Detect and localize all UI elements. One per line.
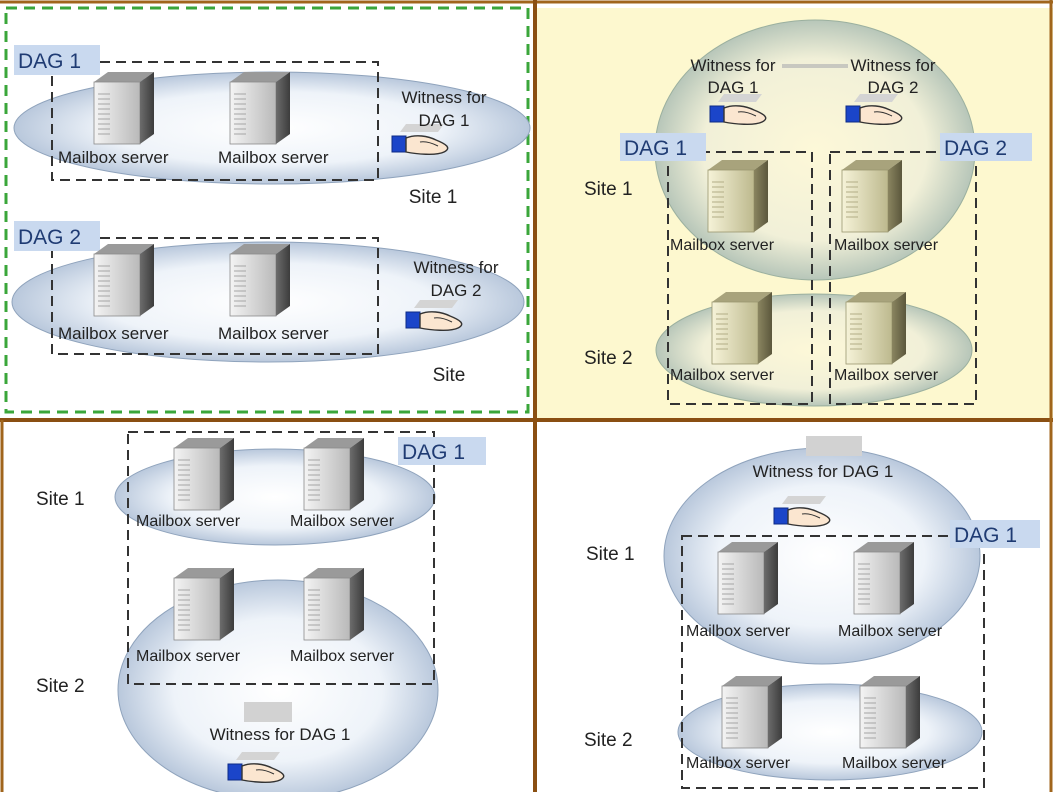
mailbox-server-icon bbox=[303, 437, 365, 511]
dag-2-label: DAG 2 bbox=[18, 226, 81, 249]
mailbox-server-label: Mailbox server bbox=[218, 324, 329, 343]
bottom-left-panel: DAG 1 Site 1 Site 2 Mailbox server Mailb… bbox=[36, 431, 486, 792]
dag-2-boundary bbox=[51, 237, 379, 355]
site-label: Site bbox=[433, 365, 466, 386]
mailbox-server-icon bbox=[853, 541, 915, 615]
mailbox-server-icon bbox=[93, 243, 155, 317]
top-left-panel: DAG 1 DAG 2 Mailbox server Mailbox serve… bbox=[11, 45, 531, 386]
dag-2-boundary bbox=[829, 151, 977, 405]
witness-label: DAG 2 bbox=[867, 78, 918, 97]
site-label: Site 1 bbox=[409, 187, 458, 208]
dag-1-boundary bbox=[127, 431, 435, 685]
site-label: Site 1 bbox=[36, 489, 85, 510]
mailbox-server-label: Mailbox server bbox=[218, 148, 329, 167]
mailbox-server-icon bbox=[173, 437, 235, 511]
mailbox-server-label: Mailbox server bbox=[838, 623, 943, 640]
witness-label: Witness for bbox=[850, 56, 935, 75]
mailbox-server-label: Mailbox server bbox=[290, 513, 395, 530]
dag-1-label: DAG 1 bbox=[624, 137, 687, 160]
site-2-ellipse bbox=[117, 579, 439, 792]
mailbox-server-label: Mailbox server bbox=[58, 324, 169, 343]
mailbox-server-icon bbox=[229, 243, 291, 317]
witness-label: DAG 1 bbox=[707, 78, 758, 97]
site-2-ellipse bbox=[655, 293, 973, 407]
site-label: Site 1 bbox=[584, 179, 633, 200]
mailbox-server-icon bbox=[859, 675, 921, 749]
mailbox-server-label: Mailbox server bbox=[670, 237, 775, 254]
bottom-right-panel: Witness for DAG 1 DAG 1 Site 1 Site 2 Ma… bbox=[584, 436, 1040, 789]
witness-label: Witness for bbox=[690, 56, 775, 75]
dag-2-label: DAG 2 bbox=[944, 137, 1007, 160]
mailbox-server-icon bbox=[173, 567, 235, 641]
dag-1-label-bg bbox=[950, 520, 1040, 548]
site-label: Site 2 bbox=[36, 676, 85, 697]
mailbox-server-label: Mailbox server bbox=[136, 648, 241, 665]
dag-1-label: DAG 1 bbox=[954, 524, 1017, 547]
mailbox-server-icon bbox=[93, 71, 155, 145]
mailbox-server-label: Mailbox server bbox=[834, 237, 939, 254]
dag-2-label-bg bbox=[14, 221, 100, 251]
witness-label: Witness for DAG 1 bbox=[210, 725, 351, 744]
site-label: Site 1 bbox=[586, 544, 635, 565]
witness-label: Witness for bbox=[413, 258, 498, 277]
mailbox-server-icon bbox=[721, 675, 783, 749]
mailbox-server-icon bbox=[845, 291, 907, 365]
top-right-panel: Witness for DAG 1 Witness for DAG 2 DAG … bbox=[584, 19, 1032, 407]
dag-1-boundary bbox=[51, 61, 379, 181]
mailbox-server-label: Mailbox server bbox=[290, 648, 395, 665]
site-label: Site 2 bbox=[584, 348, 633, 369]
dag-2-label-bg bbox=[940, 133, 1032, 161]
witness-label: DAG 1 bbox=[418, 111, 469, 130]
mailbox-server-icon bbox=[303, 567, 365, 641]
witness-label: Witness for DAG 1 bbox=[753, 462, 894, 481]
dag-1-label: DAG 1 bbox=[18, 50, 81, 73]
mailbox-server-label: Mailbox server bbox=[670, 367, 775, 384]
mailbox-server-icon bbox=[717, 541, 779, 615]
dag-1-label-bg bbox=[620, 133, 706, 161]
dag-1-label: DAG 1 bbox=[402, 441, 465, 464]
mailbox-server-icon bbox=[707, 159, 769, 233]
dag-1-label-bg bbox=[14, 45, 100, 75]
mailbox-server-label: Mailbox server bbox=[842, 755, 947, 772]
mailbox-server-label: Mailbox server bbox=[136, 513, 241, 530]
dag-1-label-bg bbox=[398, 437, 486, 465]
mailbox-server-label: Mailbox server bbox=[686, 755, 791, 772]
dag-1-boundary bbox=[667, 151, 813, 405]
selection-dashed-border[interactable] bbox=[4, 6, 530, 414]
mailbox-server-icon bbox=[229, 71, 291, 145]
mailbox-server-icon bbox=[841, 159, 903, 233]
witness-label: Witness for bbox=[401, 88, 486, 107]
witness-label: DAG 2 bbox=[430, 281, 481, 300]
dag-1-boundary bbox=[681, 535, 985, 789]
mailbox-server-label: Mailbox server bbox=[58, 148, 169, 167]
site-1-ellipse bbox=[114, 448, 436, 546]
mailbox-server-icon bbox=[711, 291, 773, 365]
mailbox-server-label: Mailbox server bbox=[686, 623, 791, 640]
site-label: Site 2 bbox=[584, 730, 633, 751]
mailbox-server-label: Mailbox server bbox=[834, 367, 939, 384]
